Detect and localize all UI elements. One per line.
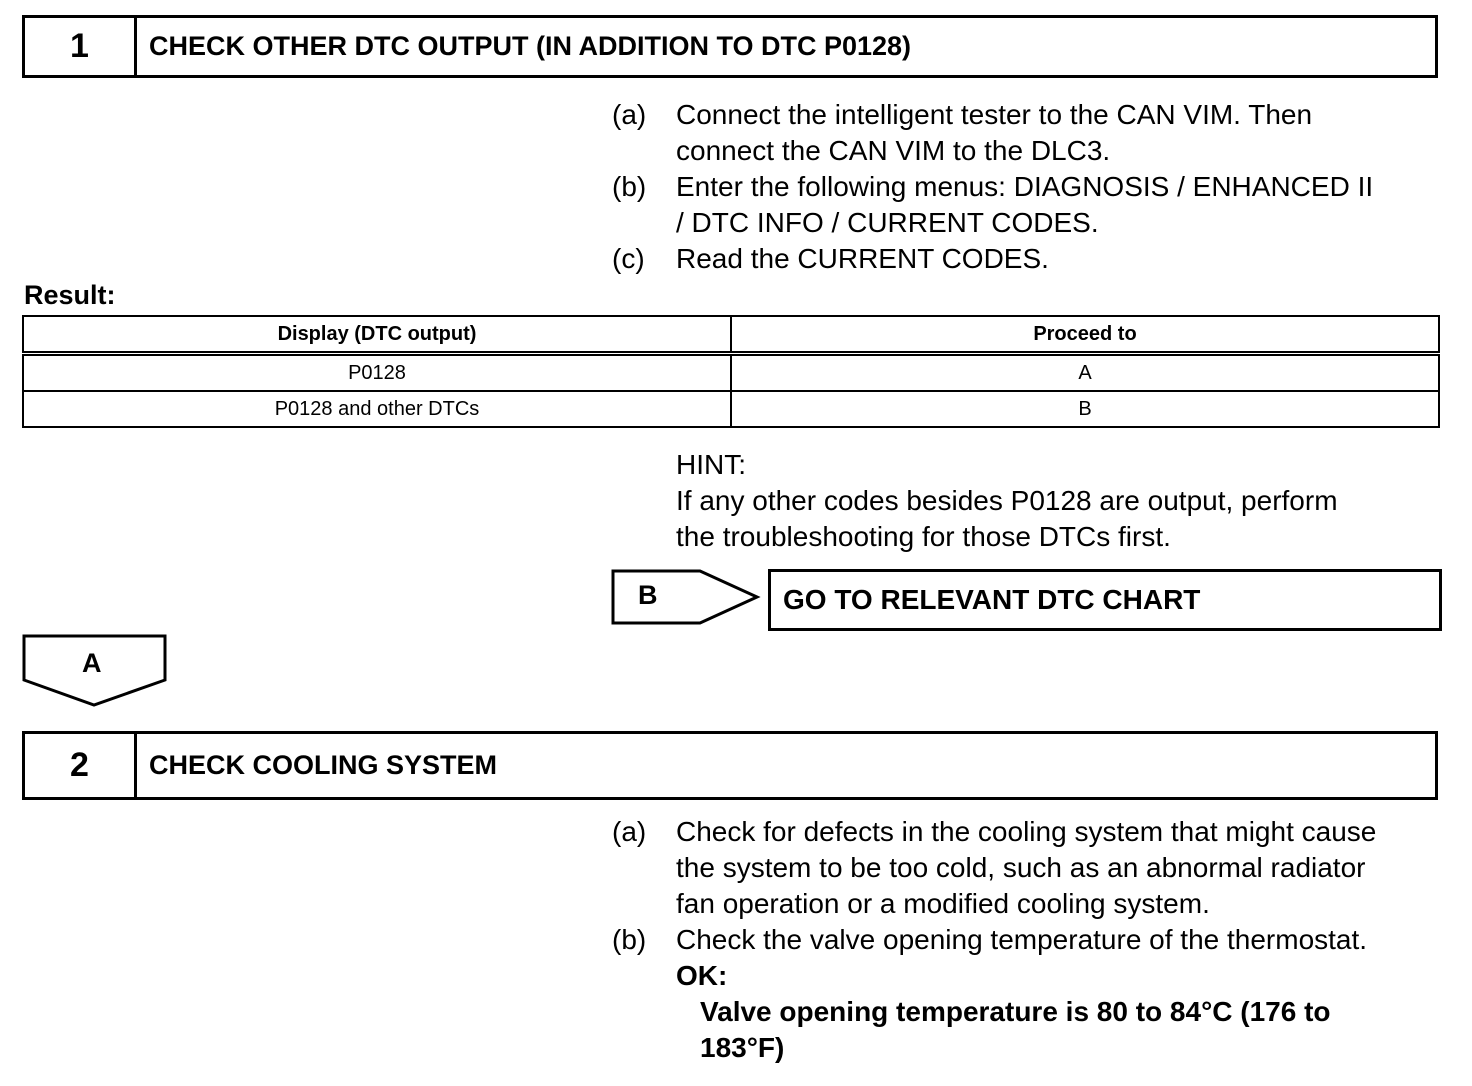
- item-mark: (b): [612, 924, 647, 955]
- table-cell: P0128: [22, 352, 732, 392]
- table-header-row: Display (DTC output) Proceed to: [22, 315, 1440, 356]
- item-text: Read the CURRENT CODES.: [676, 243, 1049, 274]
- branch-b-arrow: [611, 569, 761, 625]
- branch-a-arrow: [22, 634, 167, 707]
- ok-spec: Valve opening temperature is 80 to 84°C …: [700, 996, 1331, 1063]
- step-title: CHECK COOLING SYSTEM: [149, 750, 498, 780]
- result-label: Result:: [24, 280, 116, 310]
- branch-a-letter: A: [82, 648, 102, 678]
- table-row: P0128 and other DTCs B: [22, 390, 1440, 428]
- table-row: P0128 A: [22, 352, 1440, 392]
- item-mark: (c): [612, 243, 645, 274]
- branch-b-action: GO TO RELEVANT DTC CHART: [768, 569, 1442, 631]
- item-mark: (b): [612, 171, 647, 202]
- item-text: Enter the following menus: DIAGNOSIS / E…: [676, 171, 1374, 238]
- table-header: Display (DTC output): [22, 315, 732, 356]
- step-1-header: 1 CHECK OTHER DTC OUTPUT (IN ADDITION TO…: [22, 15, 1438, 78]
- ok-label: OK:: [676, 960, 728, 991]
- step-number: 1: [25, 18, 137, 75]
- item-mark: (a): [612, 99, 647, 130]
- step-2-header: 2 CHECK COOLING SYSTEM: [22, 731, 1438, 800]
- step-title: CHECK OTHER DTC OUTPUT (IN ADDITION TO D…: [149, 31, 912, 61]
- table-cell: A: [730, 352, 1440, 392]
- step-number: 2: [25, 734, 137, 797]
- table-cell: B: [730, 390, 1440, 428]
- item-text: Check the valve opening temperature of t…: [676, 922, 1446, 994]
- hint-label: HINT:: [676, 449, 746, 480]
- branch-b-letter: B: [638, 580, 658, 610]
- item-text: Connect the intelligent tester to the CA…: [676, 99, 1313, 166]
- table-cell: P0128 and other DTCs: [22, 390, 732, 428]
- hint: HINT: If any other codes besides P0128 a…: [676, 447, 1446, 555]
- item-mark: (a): [612, 816, 647, 847]
- item-text: Check for defects in the cooling system …: [676, 816, 1377, 919]
- table-header: Proceed to: [730, 315, 1440, 356]
- result-table: Display (DTC output) Proceed to P0128 A …: [22, 315, 1440, 428]
